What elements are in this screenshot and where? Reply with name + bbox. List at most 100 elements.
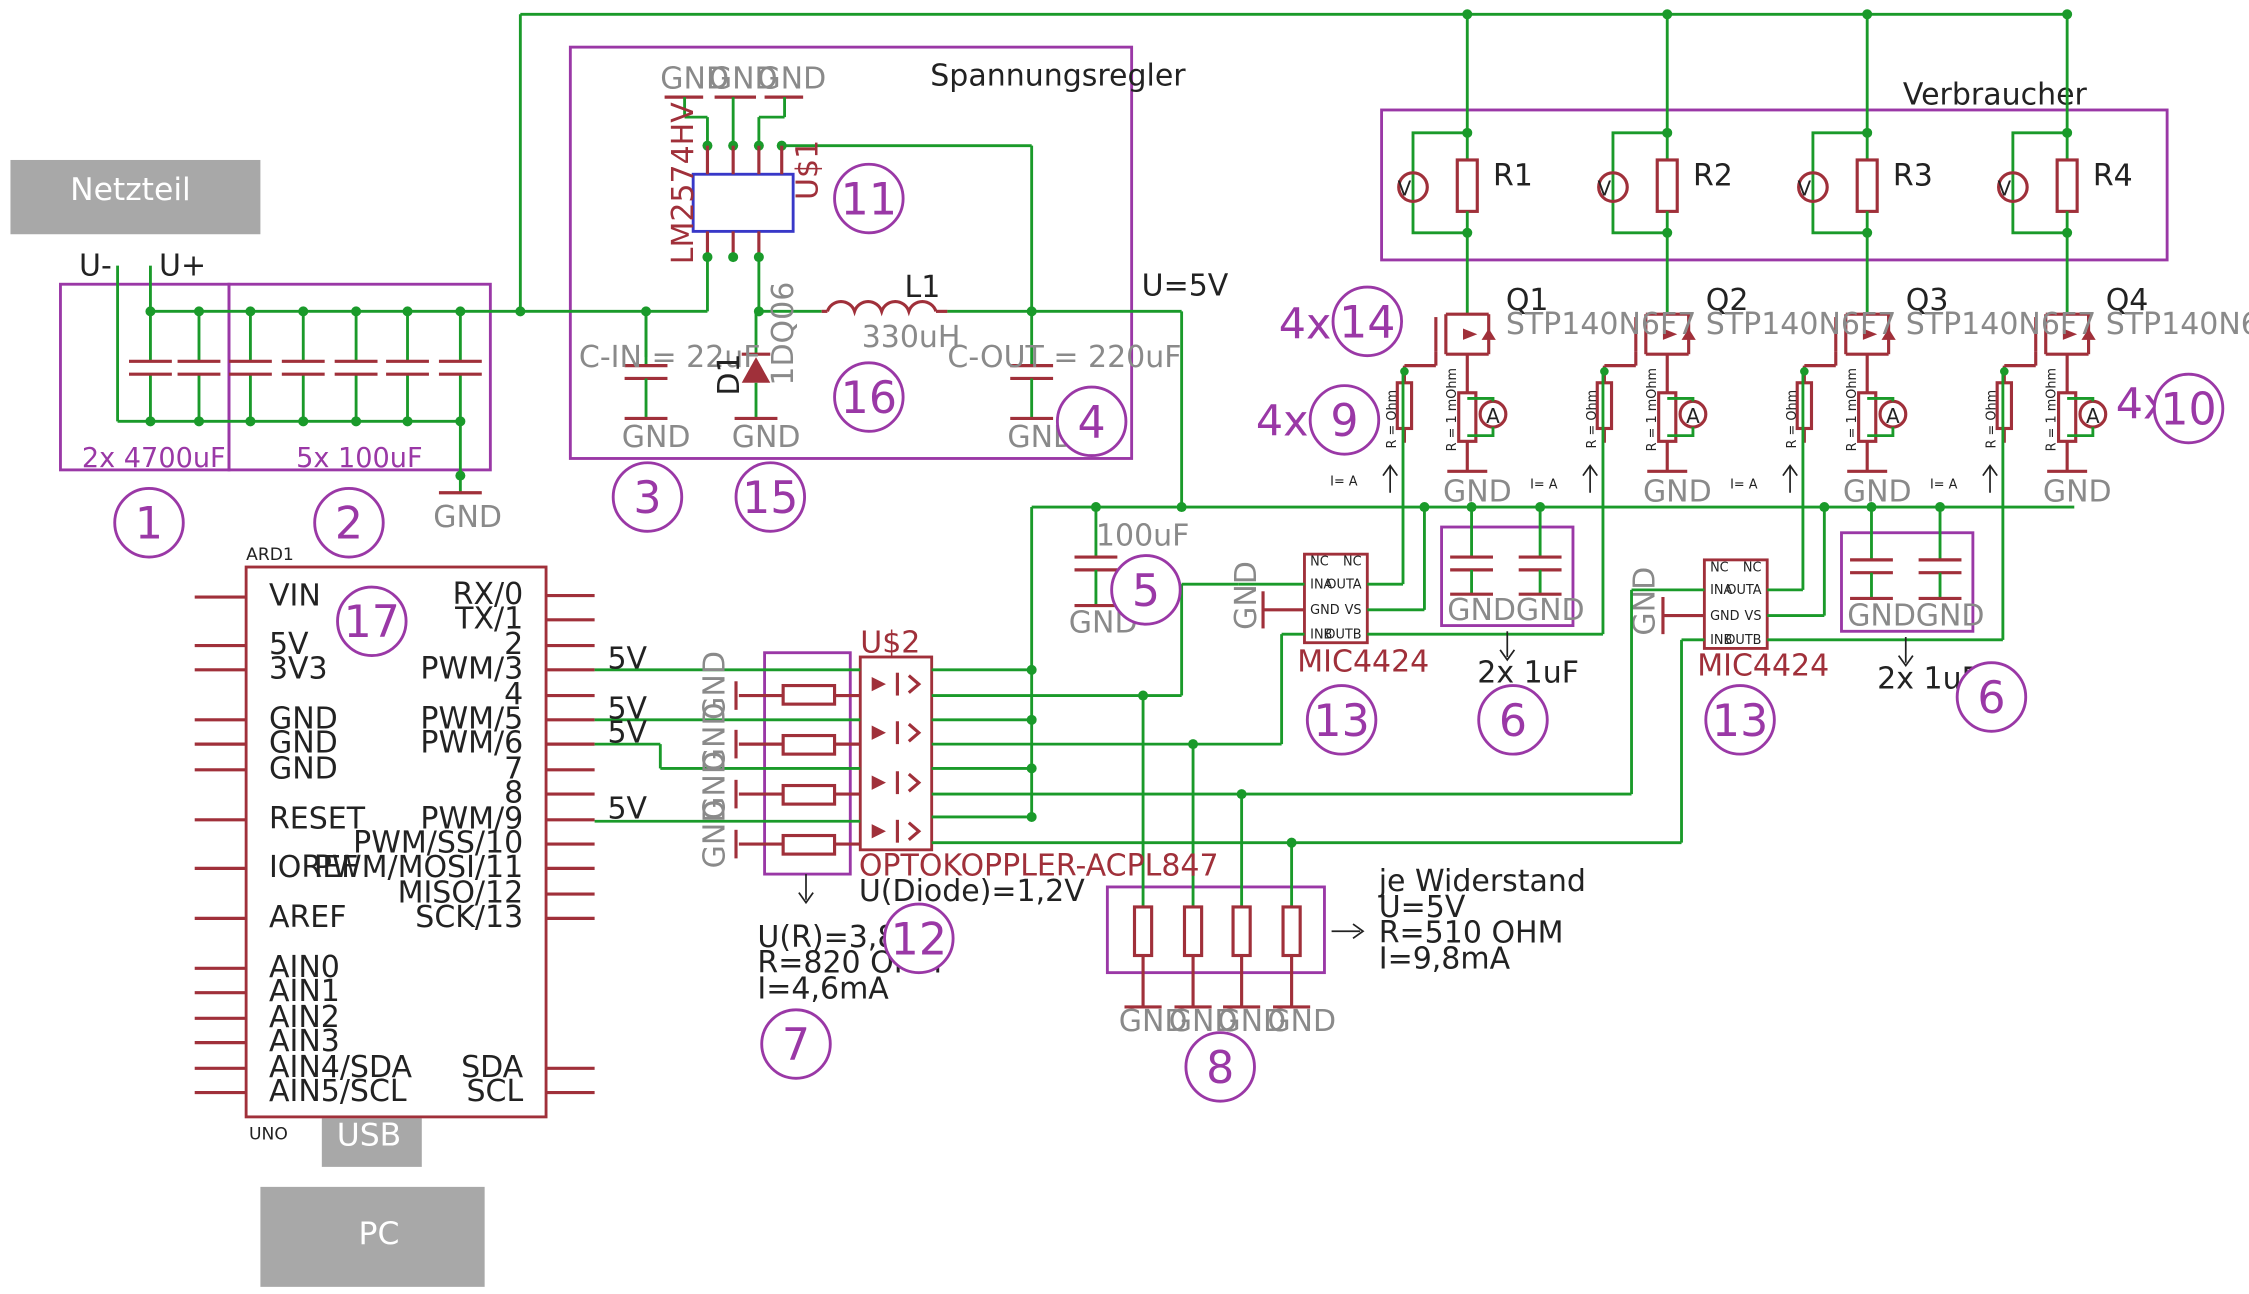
- mosfet-diode: [1681, 328, 1696, 340]
- current-label: I= A: [1530, 477, 1558, 492]
- gate-wire: [2001, 369, 2005, 640]
- arduino-pin-label: SCL: [467, 1074, 524, 1109]
- gnd-label: GND: [1847, 599, 1916, 634]
- driver-name: MIC4424: [1297, 644, 1429, 679]
- junction-dot: [1462, 9, 1473, 20]
- mosfet-part: STP140N6F7: [1906, 307, 2097, 342]
- volt-meter-label: V: [1598, 177, 1612, 201]
- optocoupler: [594, 584, 1705, 907]
- driver-pin-label: OUTB: [1325, 627, 1361, 642]
- marker-number: 13: [1712, 696, 1768, 747]
- load-resistor: [1655, 158, 1679, 213]
- arduino-ref: ARD1: [246, 545, 294, 565]
- arduino-pin-label: PWM/MOSI/11: [314, 850, 523, 885]
- arduino-pin-label: VIN: [269, 579, 321, 614]
- driver-name: MIC4424: [1697, 649, 1829, 684]
- gnd-label: GND: [732, 420, 801, 455]
- ammeter-wire: [2067, 397, 2095, 438]
- gate-resistor-label: R = Ohm: [1585, 390, 1600, 449]
- gate-wire: [1401, 369, 1405, 585]
- driver-pin-label: INB: [1310, 627, 1332, 642]
- junction-dot: [1662, 9, 1673, 20]
- arduino-pin-label: GND: [269, 726, 338, 761]
- gnd-label: GND: [757, 62, 826, 97]
- driver-pin-label: OUTB: [1725, 633, 1761, 648]
- marker-number: 12: [891, 914, 947, 965]
- arduino-pin-label: AIN0: [269, 950, 340, 985]
- marker-number: 3: [633, 473, 661, 524]
- regulator-ic-ref: U$1: [790, 140, 825, 200]
- u-minus-label: U-: [79, 249, 112, 284]
- arduino-board: [244, 565, 548, 1119]
- usb-label: USB: [337, 1117, 401, 1153]
- gnd-label: GND: [698, 702, 733, 771]
- driver-pin-label: GND: [1310, 603, 1340, 618]
- current-arrow-head: [1982, 464, 1998, 477]
- driver-pin-label: INA: [1310, 577, 1332, 592]
- shunt-label: R = 1 mOhm: [1645, 368, 1660, 451]
- gnd-label: GND: [698, 751, 733, 820]
- marker-number: 4: [1078, 397, 1106, 448]
- gnd-label: GND: [1229, 561, 1264, 630]
- marker-number: 6: [1499, 696, 1527, 747]
- gate-wire: [1601, 369, 1605, 635]
- gate-wire: [1801, 369, 1805, 590]
- v5-tag: 5V: [607, 791, 647, 826]
- gnd-label: GND: [1447, 593, 1516, 628]
- gnd-label: GND: [660, 62, 729, 97]
- mosfet-ref: Q1: [1506, 283, 1549, 318]
- gnd-label: GND: [1267, 1004, 1336, 1039]
- voltmeter-wire: [1411, 131, 1468, 235]
- voltmeter-wire: [2011, 131, 2068, 235]
- gnd-label: GND: [622, 420, 691, 455]
- mosfet-arrow: [2062, 328, 2078, 340]
- ammeter-wire: [1667, 397, 1695, 438]
- mosfet-ref: Q2: [1706, 283, 1749, 318]
- arduino-pin-label: TX/1: [454, 601, 523, 636]
- gnd-label: GND: [1516, 593, 1585, 628]
- driver-pin-label: VS: [1745, 609, 1762, 624]
- u5v-label: U=5V: [1142, 269, 1229, 304]
- gnd-label: GND: [1643, 474, 1712, 509]
- load-resistor-ref: R4: [2093, 159, 2133, 194]
- shunt-label: R = 1 mOhm: [2045, 368, 2060, 451]
- shunt-resistor: [1657, 391, 1678, 443]
- mosfet-part: STP140N6F7: [1706, 307, 1897, 342]
- arduino-pin-label: AIN3: [269, 1024, 340, 1059]
- shunt-label: R = 1 mOhm: [1845, 368, 1860, 451]
- arduino-pin-label: RX/0: [453, 577, 524, 612]
- gnd-label: GND: [2043, 474, 2112, 509]
- arduino-pin-label: 2: [504, 627, 523, 662]
- driver-pin-label: OUTA: [1326, 577, 1361, 592]
- pulldown-note-line: je Widerstand: [1378, 864, 1586, 899]
- arduino-pin-label: 8: [504, 776, 523, 811]
- mosfet-diode: [2081, 328, 2096, 340]
- arduino-pin-label: AIN1: [269, 974, 340, 1009]
- ammeter-wire: [1467, 397, 1495, 438]
- driver-2: [1631, 502, 2003, 668]
- volt-meter-icon: [1597, 171, 1629, 203]
- mosfet-diode: [1881, 328, 1896, 340]
- amp-meter-label: A: [1886, 404, 1900, 428]
- inductor-value: 330uH: [862, 320, 961, 355]
- voltmeter-wire: [1811, 131, 1868, 235]
- arduino-pin-label: PWM/3: [420, 651, 523, 686]
- load-resistor-ref: R3: [1893, 159, 1933, 194]
- spannungsregler-label: Spannungsregler: [930, 59, 1186, 94]
- marker-number: 7: [782, 1020, 810, 1071]
- marker-number: 11: [841, 174, 897, 225]
- marker-number: 15: [742, 473, 798, 524]
- mosfet-arrow: [1862, 328, 1878, 340]
- arduino-pin-label: GND: [269, 701, 338, 736]
- driver-pin-label: NC: [1743, 560, 1762, 575]
- current-label: I= A: [1730, 477, 1758, 492]
- bulk-caps-label: 2x 4700uF: [82, 443, 226, 474]
- amp-meter-label: A: [1486, 404, 1500, 428]
- load-unit: [1982, 9, 2108, 493]
- marker-number: 6: [1977, 673, 2005, 724]
- current-arrow-head: [1782, 464, 1798, 477]
- marker-number: 14: [1339, 297, 1395, 348]
- arduino-pin-label: PWM/9: [420, 801, 523, 836]
- volt-meter-icon: [1797, 171, 1829, 203]
